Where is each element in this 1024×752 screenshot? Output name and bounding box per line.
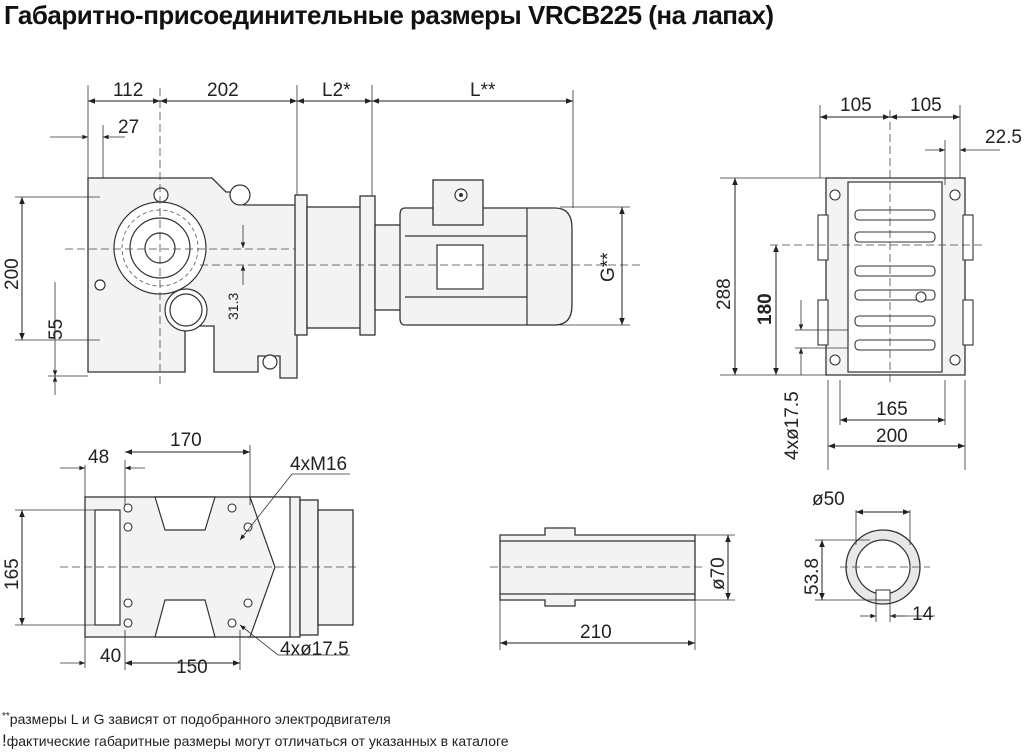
footnote-text: фактические габаритные размеры могут отл… (6, 733, 509, 749)
shaft-view: ø70 210 (490, 527, 735, 650)
thread-label: 4xM16 (290, 454, 347, 475)
footnote-motor-dims: **размеры L и G зависят от подобранного … (2, 711, 391, 727)
dim-bore-50: ø50 (812, 489, 845, 510)
terminal-box (432, 179, 484, 226)
plan-holes-label: 4xø17.5 (280, 639, 349, 660)
motor-body (399, 207, 573, 326)
dim-side-holes: 4xø17.5 (782, 391, 803, 460)
footnote-text: размеры L и G зависят от подобранного эл… (9, 711, 391, 727)
footnote-mark: ** (2, 711, 10, 722)
motor-flange (359, 195, 376, 336)
dim-55: 55 (46, 319, 67, 340)
dim-53-8: 53.8 (802, 558, 823, 595)
dim-40: 40 (100, 646, 121, 667)
dim-22-5: 22.5 (985, 127, 1022, 148)
dim-112: 112 (113, 80, 143, 101)
dim-48: 48 (88, 447, 109, 468)
dim-31-3: 31.3 (225, 293, 241, 320)
footnote-mark: ! (2, 731, 7, 750)
dim-27: 27 (118, 117, 139, 138)
page-title: Габаритно-присоединительные размеры VRCB… (4, 0, 774, 30)
dim-210: 210 (580, 622, 612, 643)
dim-shaft-70: ø70 (708, 557, 729, 590)
dim-G: G** (598, 252, 619, 282)
front-view: 112 202 L2* L** 27 200 55 31.3 G** (2, 80, 640, 395)
dim-202: 202 (207, 80, 239, 101)
dim-165-plan: 165 (2, 558, 23, 590)
side-view: 105 105 22.5 288 180 4xø17.5 165 200 (714, 95, 1022, 470)
section-view: ø50 53.8 14 (802, 489, 935, 625)
footnote-disclaimer: !фактические габаритные размеры могут от… (2, 731, 509, 751)
dim-105-left: 105 (840, 95, 872, 116)
dim-180: 180 (755, 293, 776, 325)
dim-150: 150 (176, 657, 208, 678)
dim-L: L** (470, 80, 496, 101)
dim-200: 200 (2, 258, 23, 290)
dim-200-side: 200 (876, 426, 908, 447)
dim-key-14: 14 (912, 604, 934, 625)
dim-L2: L2* (322, 80, 351, 101)
dim-288: 288 (714, 278, 735, 310)
dim-170: 170 (170, 430, 202, 451)
dim-105-right: 105 (910, 95, 942, 116)
dim-165-side: 165 (876, 399, 908, 420)
plan-view: 170 48 165 40 150 4xM16 4xø17.5 (2, 430, 360, 678)
